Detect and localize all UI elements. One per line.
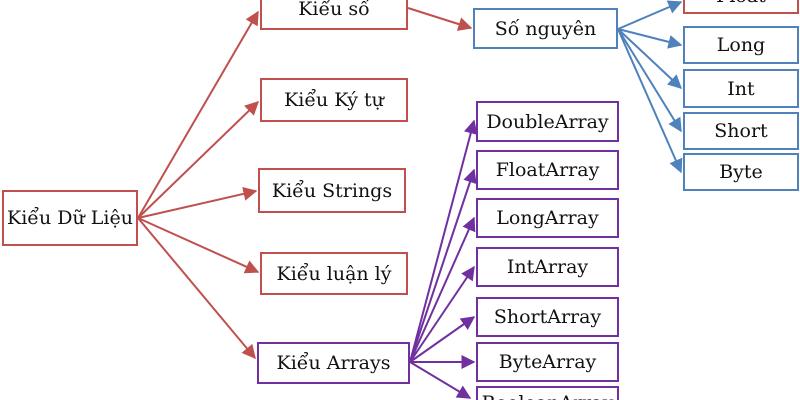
node-int: Int [683,69,799,108]
edge-arrays-long [409,216,476,363]
node-boolean-array: BooleanArray [476,386,619,400]
node-kieu-du-lieu: Kiểu Dữ Liệu [2,190,138,246]
edge-root-kieu-luan-ly [137,217,260,274]
edge-so-nguyen-byte [617,28,683,174]
edge-so-nguyen-float [617,0,683,30]
node-short-array: ShortArray [476,297,619,337]
edge-root-kieu-so [137,10,259,219]
edge-root-kieu-strings [137,186,258,219]
edge-arrays-float [409,168,477,363]
node-float: Float [683,0,799,14]
node-kieu-so: Kiểu số [260,0,408,30]
node-kieu-luan-ly: Kiểu luận lý [260,252,408,295]
edge-root-kieu-ky-tu [137,101,260,219]
edge-arrays-boolean [409,361,472,399]
edge-arrays-double [409,119,478,363]
node-kieu-strings: Kiểu Strings [258,168,406,213]
edge-kieu-so-so-nguyen [407,7,473,31]
edge-so-nguyen-long [617,28,683,49]
edge-arrays-short [409,316,476,363]
edge-arrays-int [409,265,475,363]
node-byte: Byte [683,153,799,191]
edge-so-nguyen-short [617,28,682,133]
node-double-array: DoubleArray [476,101,619,142]
node-short: Short [683,112,799,150]
edge-root-kieu-arrays [137,217,256,360]
node-kieu-ky-tu: Kiểu Ký tự [260,78,408,122]
node-long: Long [683,26,799,64]
node-long-array: LongArray [476,198,619,238]
edge-so-nguyen-int [617,28,683,89]
node-so-nguyen: Số nguyên [473,8,618,49]
node-kieu-arrays: Kiểu Arrays [257,342,410,384]
node-float-array: FloatArray [476,150,619,190]
node-byte-array: ByteArray [476,342,619,382]
node-int-array: IntArray [476,247,619,287]
